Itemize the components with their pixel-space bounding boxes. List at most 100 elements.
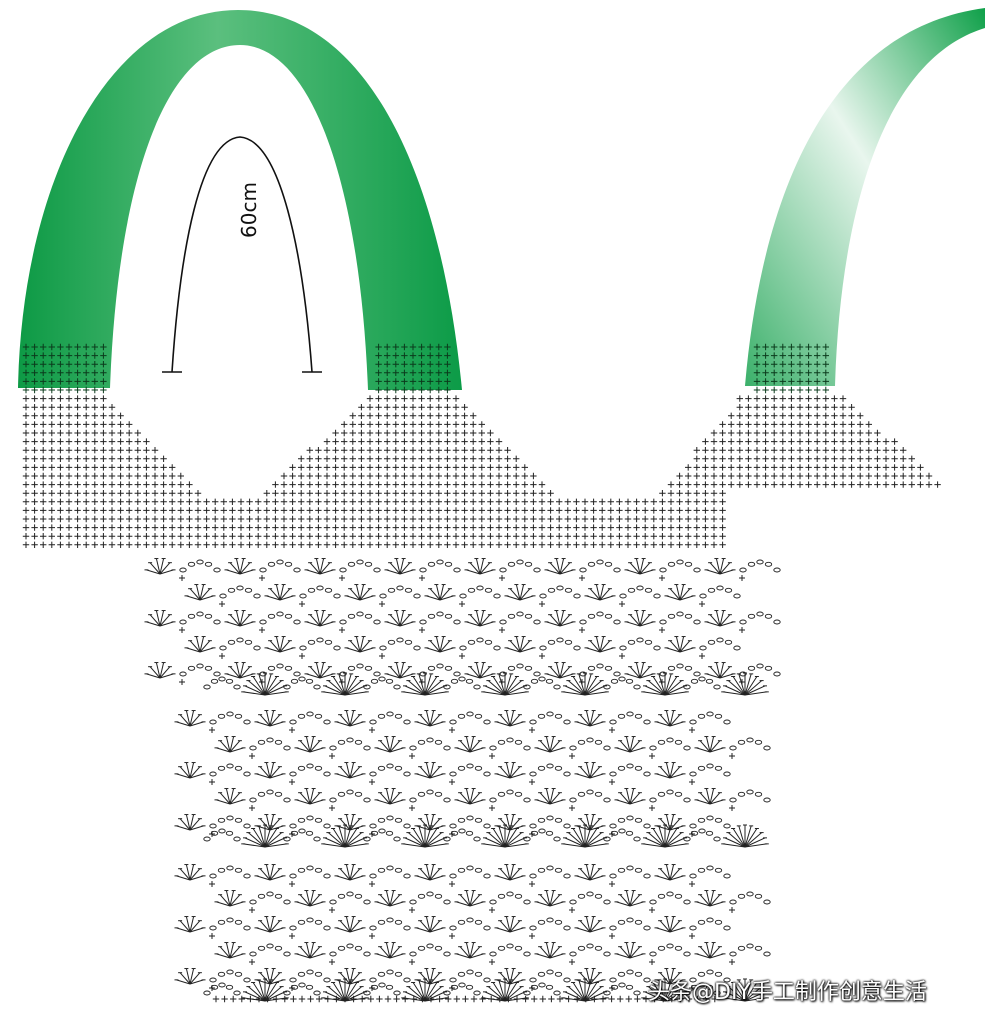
chain-arc-icon: [259, 559, 301, 573]
chain-arc-icon: [619, 585, 661, 599]
crochet-fan-icon: [241, 824, 289, 848]
chain-arc-icon: [689, 815, 731, 829]
chain-arc-icon: [699, 585, 741, 599]
watermark-text: 头条@DIY手工制作创意生活: [648, 980, 927, 1005]
chain-arc-icon: [683, 828, 721, 842]
chain-arc-icon: [369, 917, 411, 931]
chain-arc-icon: [339, 559, 381, 573]
chain-arc-icon: [523, 982, 561, 996]
crochet-fan-icon: [544, 662, 576, 679]
crochet-fan-icon: [174, 864, 206, 881]
crochet-fan-icon: [721, 978, 769, 1002]
crochet-fan-icon: [574, 762, 606, 779]
crochet-fan-icon: [561, 672, 609, 696]
chain-arc-icon: [689, 969, 731, 983]
crochet-fan-icon: [241, 672, 289, 696]
chain-arc-icon: [459, 585, 501, 599]
chain-arc-icon: [459, 637, 501, 651]
crochet-fan-icon: [544, 558, 576, 575]
crochet-fan-icon: [334, 864, 366, 881]
crochet-fan-icon: [614, 788, 646, 805]
crochet-fan-icon: [384, 662, 416, 679]
chain-arc-icon: [443, 676, 481, 690]
crochet-fan-icon: [694, 890, 726, 907]
chain-arc-icon: [369, 711, 411, 725]
chain-arc-icon: [689, 865, 731, 879]
chain-arc-icon: [289, 815, 331, 829]
chain-arc-icon: [299, 637, 341, 651]
crochet-fan-icon: [481, 672, 529, 696]
chain-arc-icon: [203, 982, 241, 996]
crochet-fan-icon: [574, 864, 606, 881]
chain-arc-icon: [729, 891, 771, 905]
chain-arc-icon: [369, 969, 411, 983]
chain-arc-icon: [683, 676, 721, 690]
crochet-fan-icon: [374, 736, 406, 753]
crochet-fan-icon: [721, 672, 769, 696]
crochet-fan-icon: [624, 558, 656, 575]
measurement-label: 60cm: [237, 182, 261, 238]
chain-arc-icon: [649, 943, 691, 957]
chain-arc-icon: [449, 815, 491, 829]
chain-arc-icon: [249, 789, 291, 803]
chain-arc-icon: [499, 663, 541, 677]
lace-fan-pattern: [144, 558, 781, 1002]
chain-arc-icon: [529, 763, 571, 777]
chain-arc-icon: [409, 789, 451, 803]
chain-arc-icon: [449, 711, 491, 725]
crochet-fan-icon: [654, 762, 686, 779]
crochet-fan-icon: [641, 672, 689, 696]
chain-arc-icon: [283, 828, 321, 842]
chain-arc-icon: [523, 828, 561, 842]
chain-arc-icon: [603, 982, 641, 996]
crochet-fan-icon: [214, 788, 246, 805]
chain-arc-icon: [529, 815, 571, 829]
crochet-fan-icon: [494, 710, 526, 727]
chain-arc-icon: [539, 637, 581, 651]
crochet-fan-icon: [174, 968, 206, 985]
chain-arc-icon: [289, 865, 331, 879]
crochet-fan-icon: [694, 736, 726, 753]
chain-arc-icon: [489, 789, 531, 803]
crochet-fan-icon: [184, 584, 216, 601]
chain-arc-icon: [499, 559, 541, 573]
chain-arc-icon: [219, 637, 261, 651]
chain-arc-icon: [659, 611, 701, 625]
crochet-fan-icon: [334, 916, 366, 933]
crochet-fan-icon: [414, 814, 446, 831]
crochet-fan-icon: [174, 916, 206, 933]
crochet-fan-icon: [254, 864, 286, 881]
crochet-fan-icon: [534, 942, 566, 959]
chain-arc-icon: [729, 737, 771, 751]
chain-arc-icon: [523, 676, 561, 690]
crochet-fan-icon: [494, 968, 526, 985]
chain-arc-icon: [179, 559, 221, 573]
crochet-fan-icon: [614, 942, 646, 959]
chain-arc-icon: [329, 789, 371, 803]
chain-arc-icon: [249, 737, 291, 751]
crochet-fan-icon: [494, 762, 526, 779]
chain-arc-icon: [489, 943, 531, 957]
chain-arc-icon: [649, 891, 691, 905]
chain-arc-icon: [209, 815, 251, 829]
chain-arc-icon: [209, 865, 251, 879]
chain-arc-icon: [369, 865, 411, 879]
crochet-fan-icon: [664, 584, 696, 601]
crochet-fan-icon: [494, 814, 526, 831]
crochet-fan-icon: [321, 672, 369, 696]
chain-arc-icon: [419, 663, 461, 677]
crochet-fan-icon: [144, 558, 176, 575]
crochet-fan-icon: [624, 610, 656, 627]
crochet-fan-icon: [464, 662, 496, 679]
chain-arc-icon: [449, 917, 491, 931]
chain-arc-icon: [649, 789, 691, 803]
crochet-fan-icon: [454, 942, 486, 959]
crochet-fan-icon: [704, 610, 736, 627]
bag-handle-left: [18, 10, 462, 390]
chain-arc-icon: [363, 828, 401, 842]
chain-arc-icon: [283, 676, 321, 690]
crochet-fan-icon: [344, 584, 376, 601]
crochet-fan-icon: [224, 610, 256, 627]
chain-arc-icon: [249, 891, 291, 905]
